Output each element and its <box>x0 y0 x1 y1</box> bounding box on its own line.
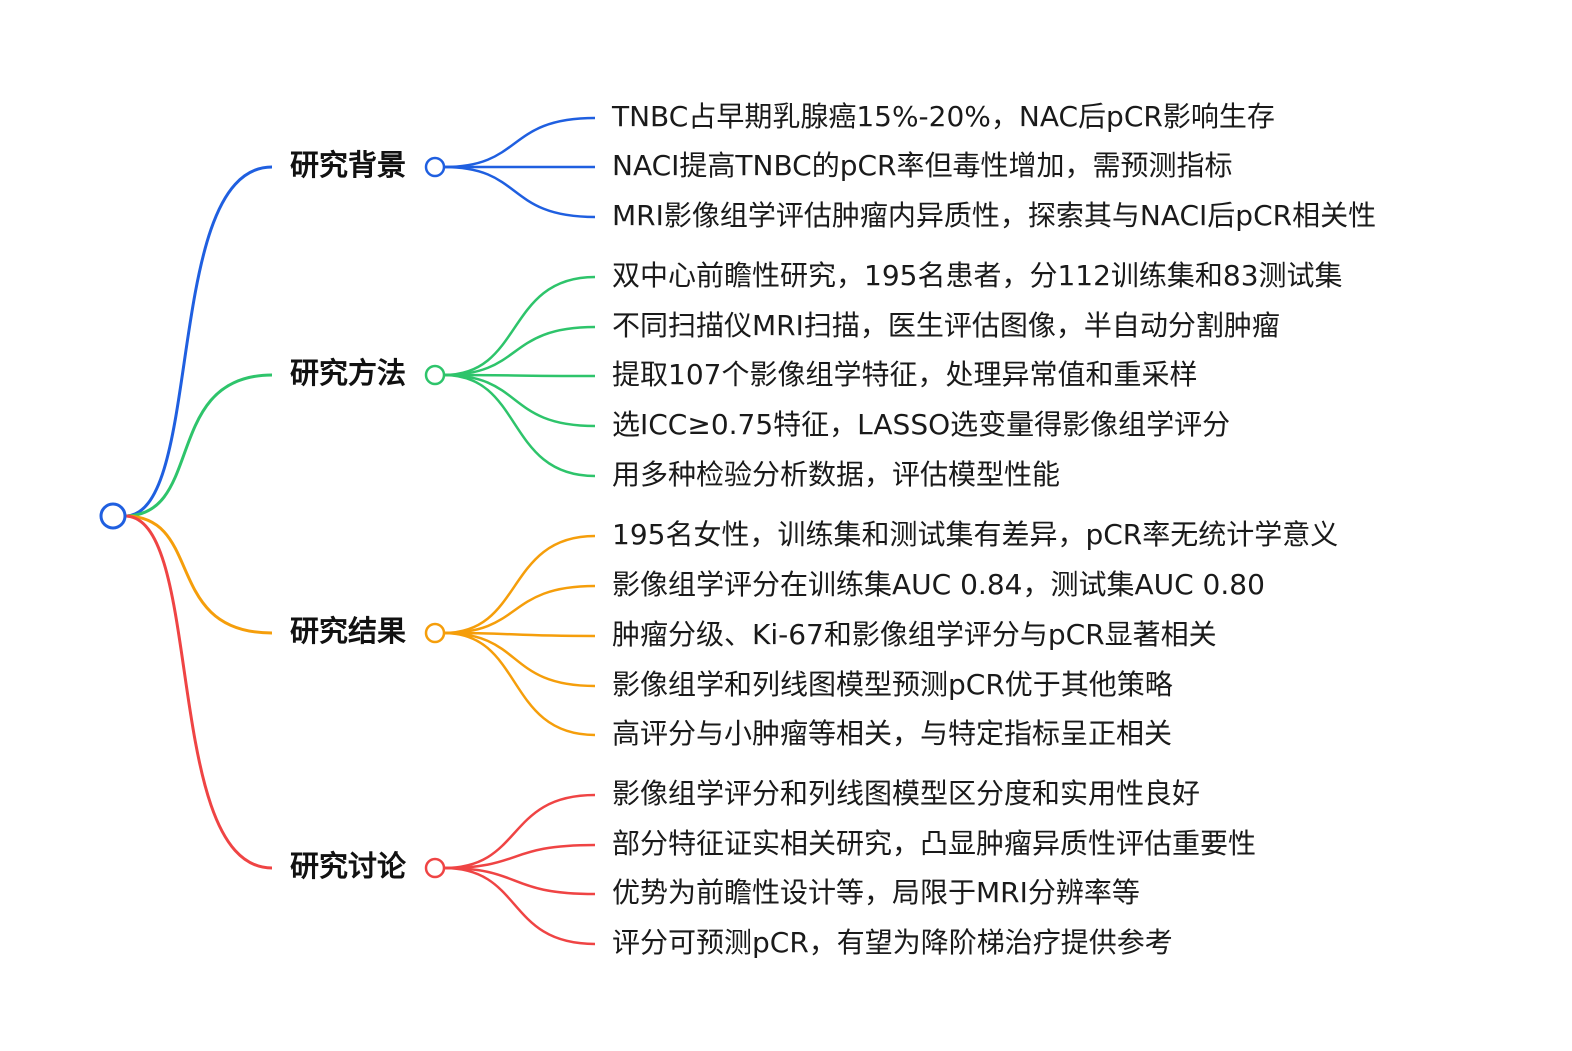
branch-node-1[interactable] <box>424 156 446 178</box>
branch-2-leaf-edge-3 <box>443 373 596 378</box>
branch-2-leaf-edge-5 <box>443 373 596 478</box>
branch-4-leaf-edge-1 <box>443 793 596 870</box>
leaf-label-2-3[interactable]: 提取107个影像组学特征，处理异常值和重采样 <box>612 358 1198 391</box>
leaf-label-2-5[interactable]: 用多种检验分析数据，评估模型性能 <box>612 458 1061 491</box>
leaf-label-4-1[interactable]: 影像组学评分和列线图模型区分度和实用性良好 <box>612 777 1201 810</box>
leaf-label-2-2[interactable]: 不同扫描仪MRI扫描，医生评估图像，半自动分割肿瘤 <box>612 309 1280 342</box>
root-to-branch-edge-3 <box>124 514 273 635</box>
leaf-label-3-2[interactable]: 影像组学评分在训练集AUC 0.84，测试集AUC 0.80 <box>612 568 1265 601</box>
branch-label-3[interactable]: 研究结果 <box>290 614 407 648</box>
leaf-label-3-1[interactable]: 195名女性，训练集和测试集有差异，pCR率无统计学意义 <box>612 518 1339 551</box>
root-to-branch-edge-1 <box>124 165 273 518</box>
branch-3-leaf-edge-3 <box>443 631 596 638</box>
root-to-branch-edge-2 <box>124 373 273 518</box>
leaf-label-4-4[interactable]: 评分可预测pCR，有望为降阶梯治疗提供参考 <box>612 926 1173 959</box>
branch-2-leaf-edge-2 <box>443 325 596 377</box>
leaf-label-1-1[interactable]: TNBC占早期乳腺癌15%-20%，NAC后pCR影响生存 <box>612 100 1275 133</box>
leaf-label-4-3[interactable]: 优势为前瞻性设计等，局限于MRI分辨率等 <box>612 876 1140 909</box>
leaf-label-2-1[interactable]: 双中心前瞻性研究，195名患者，分112训练集和83测试集 <box>612 259 1343 292</box>
branch-node-4[interactable] <box>424 857 446 879</box>
branch-4-leaf-edge-4 <box>443 866 596 946</box>
branch-node-2[interactable] <box>424 364 446 386</box>
leaf-label-3-4[interactable]: 影像组学和列线图模型预测pCR优于其他策略 <box>612 668 1173 701</box>
leaf-label-1-2[interactable]: NACI提高TNBC的pCR率但毒性增加，需预测指标 <box>612 149 1233 182</box>
leaf-label-3-3[interactable]: 肿瘤分级、Ki-67和影像组学评分与pCR显著相关 <box>612 618 1217 651</box>
branch-3-leaf-edge-5 <box>443 631 596 737</box>
root-node[interactable] <box>99 502 127 530</box>
branch-3-leaf-edge-2 <box>443 584 596 635</box>
branch-1-leaf-edge-3 <box>443 165 596 219</box>
branch-label-2[interactable]: 研究方法 <box>290 356 407 390</box>
branch-node-3[interactable] <box>424 622 446 644</box>
branch-label-4[interactable]: 研究讨论 <box>290 849 407 883</box>
branch-4-leaf-edge-3 <box>443 866 596 896</box>
leaf-label-4-2[interactable]: 部分特征证实相关研究，凸显肿瘤异质性评估重要性 <box>612 827 1257 860</box>
branch-label-1[interactable]: 研究背景 <box>290 148 407 182</box>
leaf-label-3-5[interactable]: 高评分与小肿瘤等相关，与特定指标呈正相关 <box>612 717 1173 750</box>
branch-3-leaf-edge-4 <box>443 631 596 688</box>
branch-2-leaf-edge-1 <box>443 275 596 377</box>
leaf-label-2-4[interactable]: 选ICC≥0.75特征，LASSO选变量得影像组学评分 <box>612 408 1231 441</box>
leaf-label-1-3[interactable]: MRI影像组学评估肿瘤内异质性，探索其与NACI后pCR相关性 <box>612 199 1377 232</box>
branch-2-leaf-edge-4 <box>443 373 596 428</box>
branch-3-leaf-edge-1 <box>443 534 596 635</box>
root-to-branch-edge-4 <box>124 514 273 870</box>
branch-1-leaf-edge-1 <box>443 116 596 169</box>
branch-4-leaf-edge-2 <box>443 843 596 870</box>
